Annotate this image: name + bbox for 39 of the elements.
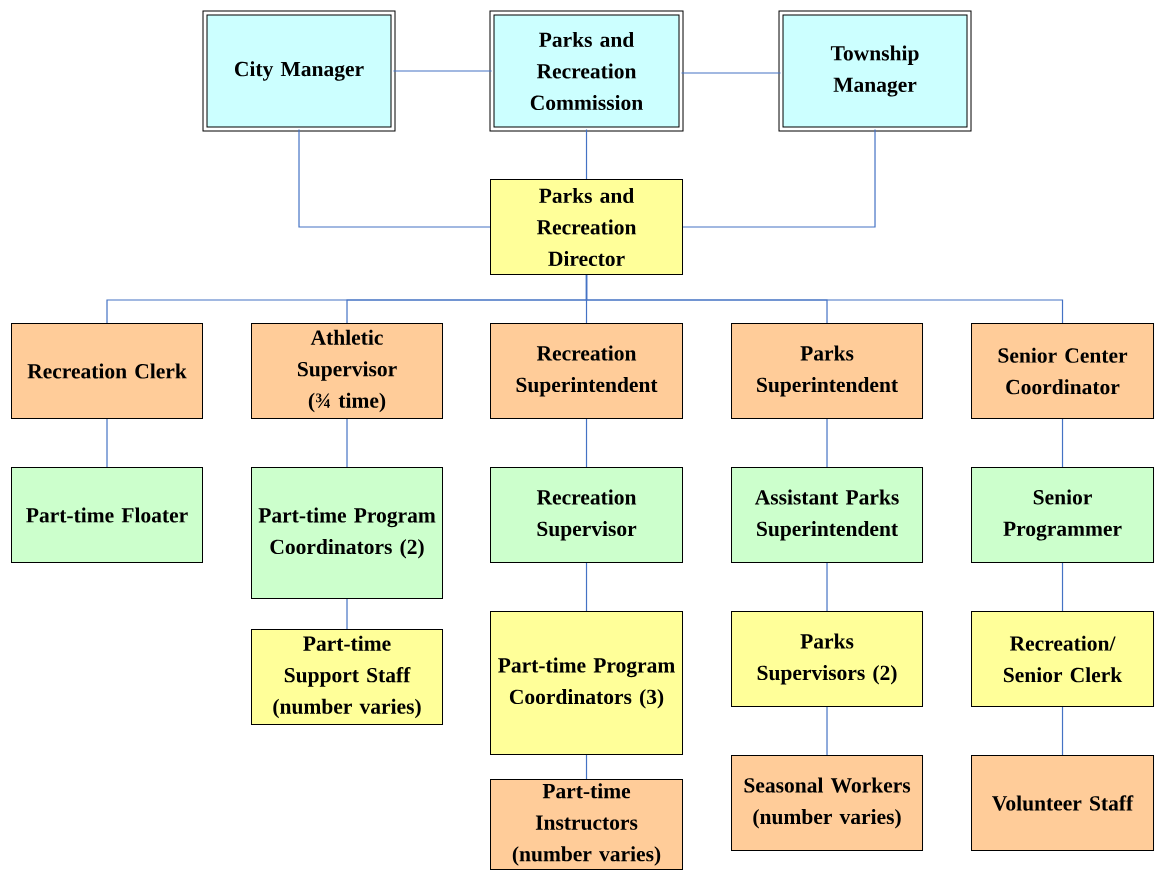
position-box: Parks Superintendent: [731, 323, 923, 419]
connector-line: [682, 128, 876, 228]
connector-line: [106, 418, 108, 468]
position-box: Assistant Parks Superintendent: [731, 467, 923, 563]
position-box: Recreation Supervisor: [490, 467, 683, 563]
position-box: Volunteer Staff: [971, 755, 1154, 851]
connector-line: [1061, 706, 1064, 756]
connector-line: [585, 418, 588, 468]
position-box: Part-time Program Coordinators (2): [251, 467, 443, 599]
position-box: Senior Center Coordinator: [971, 323, 1154, 419]
position-box: Parks Supervisors (2): [731, 611, 923, 707]
connector-line: [826, 418, 828, 468]
title-box: City Manager: [202, 10, 396, 132]
connector-line: [1061, 562, 1064, 612]
position-box: Recreation/ Senior Clerk: [971, 611, 1154, 707]
position-box: Recreation Superintendent: [490, 323, 683, 419]
position-box: Part-time Support Staff (number varies): [251, 629, 443, 725]
connector-line: [298, 128, 491, 228]
position-box: Parks and Recreation Director: [490, 179, 683, 275]
connector-line: [392, 70, 493, 72]
title-box: Township Manager: [778, 10, 972, 132]
position-box: Part-time Program Coordinators (3): [490, 611, 683, 755]
position-box: Athletic Supervisor (¾ time): [251, 323, 443, 419]
position-box: Part-time Floater: [11, 467, 203, 563]
connector-line: [585, 562, 588, 612]
position-box: Senior Programmer: [971, 467, 1154, 563]
connector-line: [346, 598, 348, 630]
position-box: Part-time Instructors (number varies): [490, 779, 683, 870]
connector-line: [826, 562, 828, 612]
connector-line: [585, 274, 1064, 324]
connector-line: [346, 418, 348, 468]
position-box: Seasonal Workers (number varies): [731, 755, 923, 851]
connector-line: [680, 72, 782, 74]
connector-line: [585, 128, 588, 180]
connector-line: [1061, 418, 1064, 468]
connector-line: [585, 754, 588, 780]
title-box: Parks and Recreation Commission: [489, 10, 684, 132]
connector-line: [826, 706, 828, 756]
position-box: Recreation Clerk: [11, 323, 203, 419]
